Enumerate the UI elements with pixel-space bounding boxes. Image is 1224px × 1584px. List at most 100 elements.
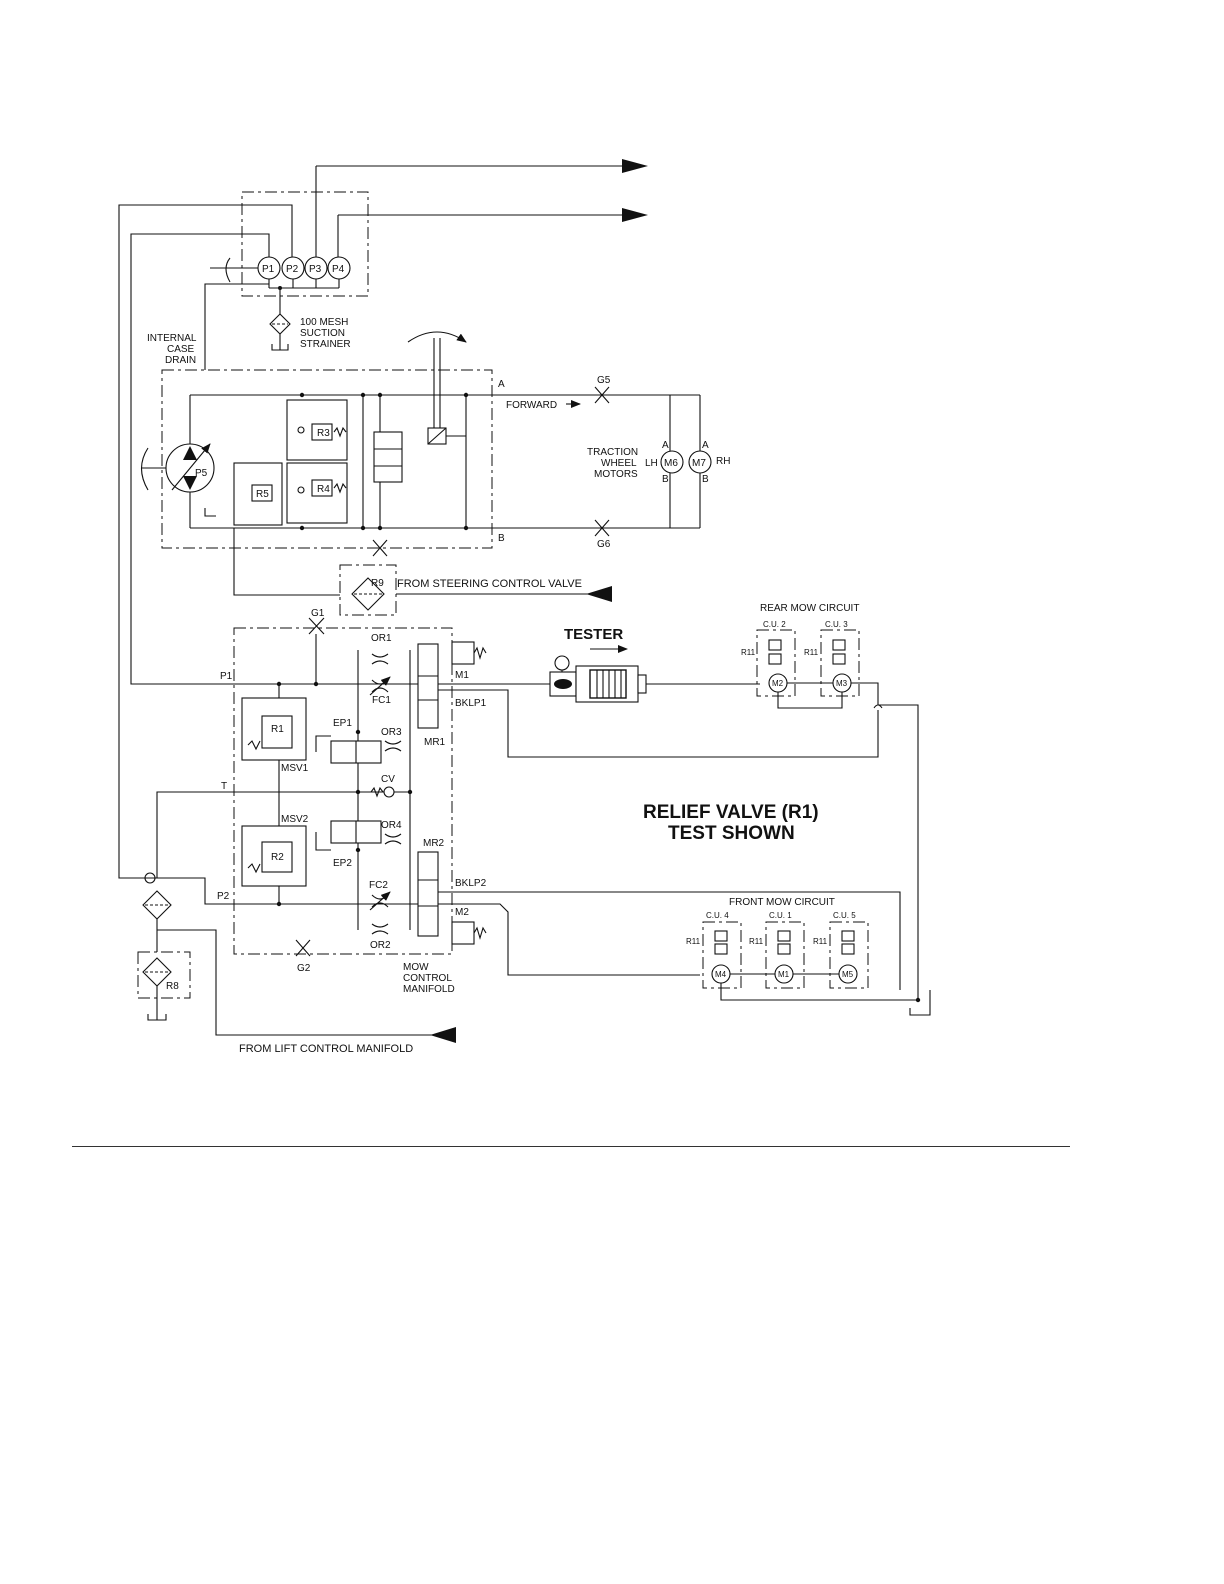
- m7-label: M7: [692, 458, 706, 469]
- traction-label-1: TRACTION: [587, 447, 638, 458]
- charge-orifice: [372, 539, 388, 557]
- r8-label: R8: [166, 981, 179, 992]
- rear-mow-circuit: REAR MOW CIRCUIT C.U. 2 C.U. 3 R11 R11 M…: [741, 603, 919, 1000]
- g1-label: G1: [311, 608, 325, 619]
- or3-orifice: [384, 740, 402, 752]
- tow-lever-icon: [407, 331, 467, 343]
- mow-manifold-label-3: MANIFOLD: [403, 984, 455, 995]
- tester-pressure-gauge-icon: [554, 655, 570, 671]
- p5-label: P5: [195, 468, 208, 479]
- label-p1: P1: [262, 264, 275, 275]
- or2-orifice: [371, 923, 389, 935]
- strainer-label-3: STRAINER: [300, 339, 351, 350]
- tester-label: TESTER: [564, 626, 623, 643]
- r9-label: R9: [371, 578, 384, 589]
- m2-check-valve: [451, 921, 475, 945]
- front-mow-circuit: FRONT MOW CIRCUIT C.U. 4 C.U. 1 C.U. 5 R…: [686, 897, 931, 1016]
- r3-label: R3: [317, 428, 330, 439]
- cu1-label: C.U. 1: [769, 911, 792, 920]
- m6-b-label: B: [662, 474, 669, 485]
- or4-orifice: [384, 833, 402, 845]
- cutting-unit-1: [765, 921, 805, 989]
- g6-test-port: [594, 519, 610, 537]
- traction-label-2: WHEEL: [601, 458, 637, 469]
- mow-control-manifold: G1 G2 P1 T P2 OR1 FC1 EP1 OR3: [119, 608, 901, 995]
- m2-manifold-label: M2: [455, 907, 469, 918]
- filter-r8-housing: [137, 951, 191, 999]
- cu2-label: C.U. 2: [763, 620, 786, 629]
- p1-line-label: P1: [220, 671, 233, 682]
- bklp1-label: BKLP1: [455, 698, 487, 709]
- ep2-label: EP2: [333, 858, 352, 869]
- m7-b-label: B: [702, 474, 709, 485]
- cu3-label: C.U. 3: [825, 620, 848, 629]
- p2-line-label: P2: [217, 891, 230, 902]
- motor-m7: [688, 450, 712, 474]
- case-drain-label-3: DRAIN: [165, 355, 196, 366]
- mow-manifold-label-1: MOW: [403, 962, 429, 973]
- or4-label: OR4: [381, 820, 402, 831]
- traction-label-3: MOTORS: [594, 469, 638, 480]
- or2-label: OR2: [370, 940, 391, 951]
- rear-r11-label-1: R11: [741, 648, 756, 657]
- label-p2: P2: [286, 264, 299, 275]
- mr2-label: MR2: [423, 838, 445, 849]
- g2-label: G2: [297, 963, 311, 974]
- g5-label: G5: [597, 375, 611, 386]
- or1-orifice: [371, 653, 389, 665]
- from-lift-arrow: [430, 1027, 456, 1043]
- case-drain-label-2: CASE: [167, 344, 195, 355]
- motor-m5-label: M5: [842, 970, 854, 979]
- motor-m1-label: M1: [778, 970, 790, 979]
- fc2-label: FC2: [369, 880, 388, 891]
- msv2-label: MSV2: [281, 814, 309, 825]
- r4-label: R4: [317, 484, 330, 495]
- case-drain-label-1: INTERNAL: [147, 333, 197, 344]
- rh-label: RH: [716, 456, 730, 467]
- t-line-label: T: [221, 781, 227, 792]
- from-lift-label: FROM LIFT CONTROL MANIFOLD: [239, 1043, 413, 1055]
- fc1-label: FC1: [372, 695, 391, 706]
- r5-label: R5: [256, 489, 269, 500]
- mow-manifold-housing: [233, 627, 453, 955]
- title-line-2: TEST SHOWN: [668, 823, 795, 844]
- mr1-label: MR1: [424, 737, 446, 748]
- p5-rotation-icon: [140, 447, 149, 491]
- motor-m4-label: M4: [715, 970, 727, 979]
- m6-label: M6: [664, 458, 678, 469]
- from-steering-arrow: [586, 586, 612, 602]
- bypass-valve: [373, 431, 403, 483]
- title-line-1: RELIEF VALVE (R1): [643, 802, 819, 823]
- motor-m3-label: M3: [836, 679, 848, 688]
- tester-flow-meter: [575, 665, 639, 703]
- traction-circuit: A B FORWARD G5 G6 M6 M7 A A B B LH RH TR…: [140, 331, 730, 596]
- strainer-label-2: SUCTION: [300, 328, 345, 339]
- or3-label: OR3: [381, 727, 402, 738]
- mow-manifold-label-2: CONTROL: [403, 973, 452, 984]
- m1-manifold-label: M1: [455, 670, 469, 681]
- motor-m6: [660, 450, 684, 474]
- bklp2-label: BKLP2: [455, 878, 487, 889]
- relief-valve-r1: [261, 715, 293, 749]
- forward-label: FORWARD: [506, 400, 557, 411]
- port-a-label: A: [498, 379, 505, 390]
- or1-label: OR1: [371, 633, 392, 644]
- flow-tester: TESTER: [549, 626, 760, 703]
- motor-m2-label: M2: [772, 679, 784, 688]
- cutting-unit-5: [829, 921, 869, 989]
- cu4-label: C.U. 4: [706, 911, 729, 920]
- label-p4: P4: [332, 264, 345, 275]
- g6-label: G6: [597, 539, 611, 550]
- g5-test-port: [594, 386, 610, 404]
- to-lift-arrow: [622, 208, 648, 222]
- cutting-unit-2: [756, 629, 796, 697]
- cu5-label: C.U. 5: [833, 911, 856, 920]
- r1-label: R1: [271, 724, 284, 735]
- rear-r11-label-2: R11: [804, 648, 819, 657]
- return-filters: FROM LIFT CONTROL MANIFOLD R8: [137, 872, 456, 1055]
- m7-a-label: A: [702, 440, 709, 451]
- msv1-label: MSV1: [281, 763, 309, 774]
- page-divider: [72, 1146, 1070, 1147]
- pump-group: P1 P2 P3 P4 100 MESH SUCTION STRAINER IN…: [118, 159, 648, 879]
